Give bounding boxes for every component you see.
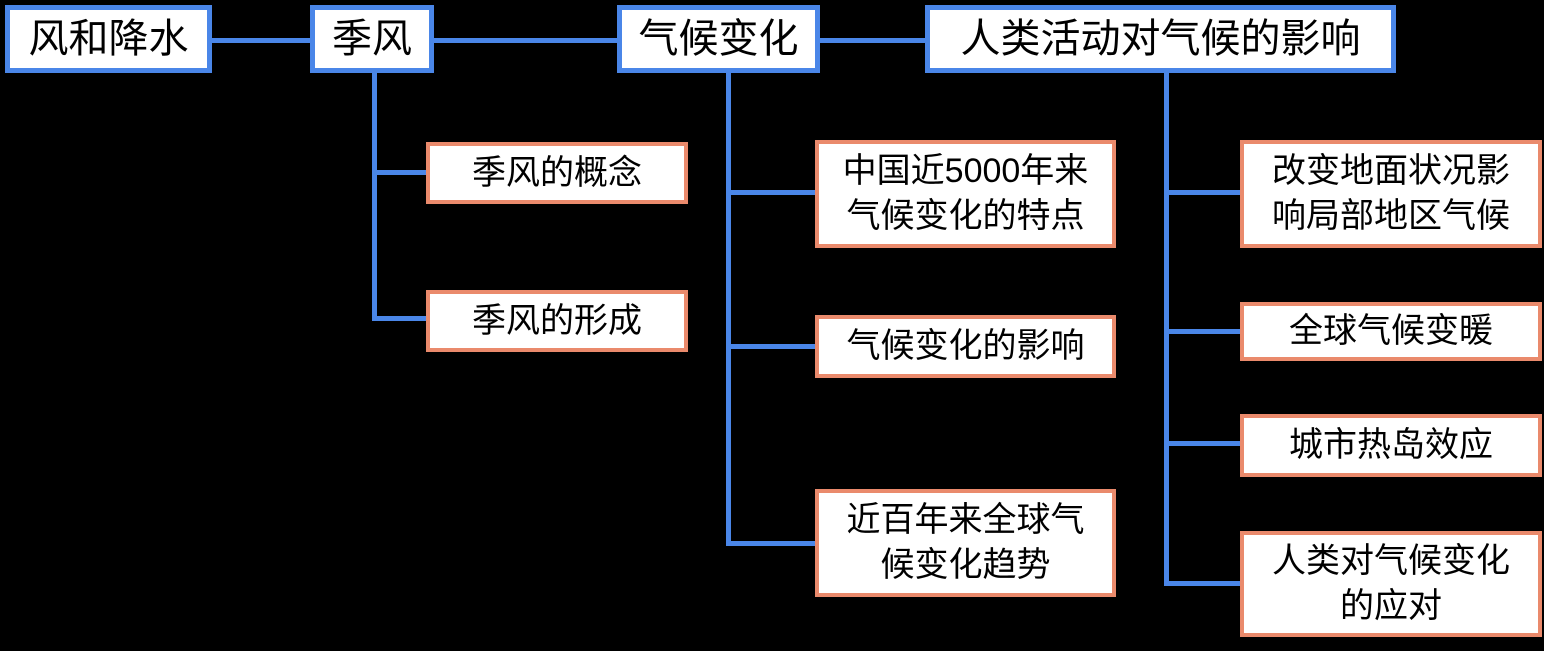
stem-monsoon [372, 72, 377, 321]
node-monsoon: 季风 [310, 5, 434, 73]
node-global-warming: 全球气候变暖 [1240, 302, 1542, 361]
node-monsoon-formation: 季风的形成 [426, 290, 688, 352]
stem-climate-change [726, 72, 731, 546]
node-climate-change: 气候变化 [617, 5, 820, 73]
node-monsoon-concept: 季风的概念 [426, 142, 688, 204]
branch-climate-change-impact [726, 344, 815, 349]
branch-ground-condition [1164, 190, 1240, 195]
connector-wind-to-monsoon [212, 38, 310, 43]
connector-climate-change-to-human-impact [820, 38, 925, 43]
branch-china-5000-years [726, 190, 815, 195]
branch-global-warming [1164, 329, 1240, 334]
branch-human-response [1164, 581, 1240, 586]
node-urban-heat-island: 城市热岛效应 [1240, 414, 1542, 477]
node-ground-condition-local-climate: 改变地面状况影 响局部地区气候 [1240, 140, 1542, 248]
branch-monsoon-concept [372, 170, 426, 175]
node-global-climate-trend: 近百年来全球气 候变化趋势 [815, 489, 1116, 597]
node-human-impact-on-climate: 人类活动对气候的影响 [925, 5, 1396, 73]
connector-monsoon-to-climate-change [434, 38, 617, 43]
branch-urban-heat-island [1164, 441, 1240, 446]
node-china-5000-years-climate: 中国近5000年来 气候变化的特点 [815, 140, 1116, 248]
node-wind-and-precipitation: 风和降水 [5, 5, 212, 73]
node-human-response-to-climate-change: 人类对气候变化 的应对 [1240, 531, 1542, 637]
branch-global-trend [726, 541, 815, 546]
node-climate-change-impact: 气候变化的影响 [815, 315, 1116, 378]
branch-monsoon-formation [372, 316, 426, 321]
